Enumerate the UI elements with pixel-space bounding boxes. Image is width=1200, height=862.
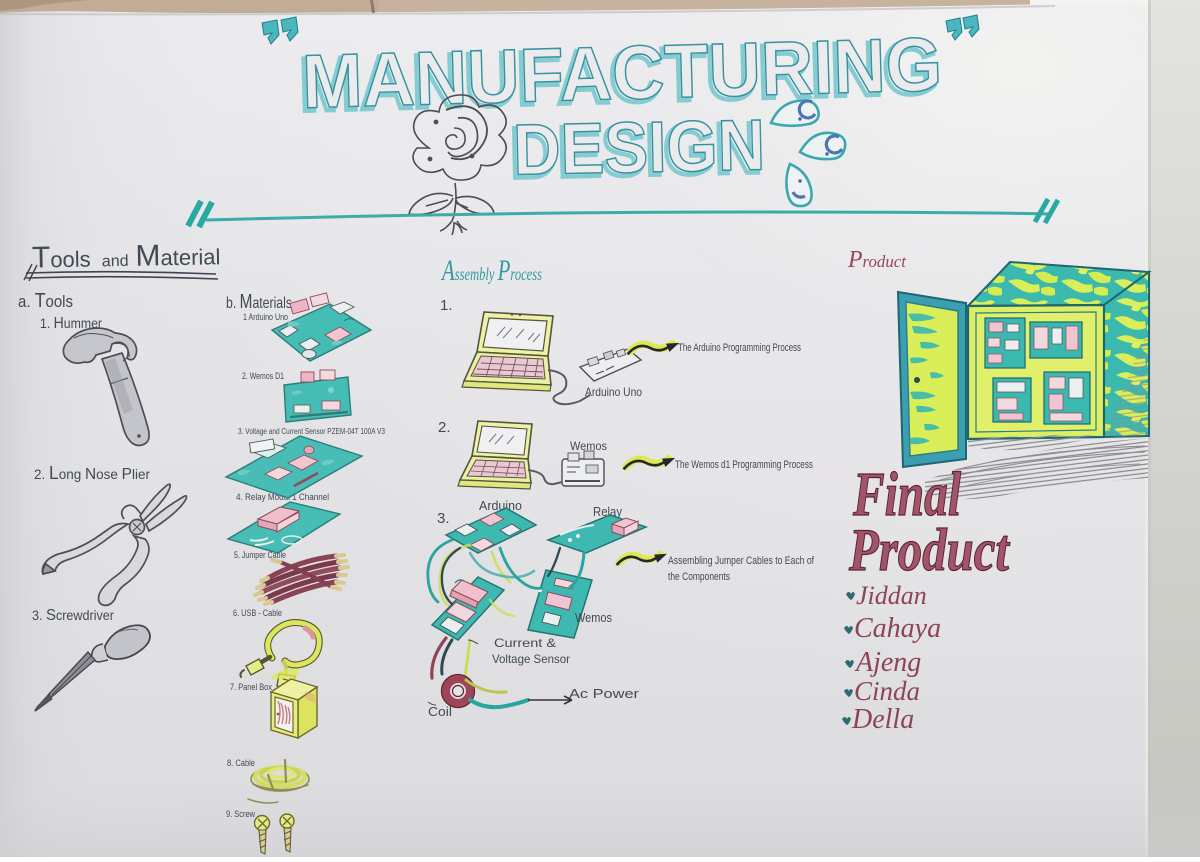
svg-text:Wemos: Wemos — [570, 439, 607, 453]
svg-text:3. Screwdriver: 3. Screwdriver — [32, 607, 114, 624]
svg-text:5. Jumper Cable: 5. Jumper Cable — [234, 550, 286, 560]
svg-text:The Wemos d1 Programming Proce: The Wemos d1 Programming Process — [675, 459, 813, 471]
svg-text:the Components: the Components — [668, 571, 730, 583]
svg-text:Jiddan: Jiddan — [856, 581, 927, 610]
svg-text:3. Voltage and Current Sensor: 3. Voltage and Current Sensor PZEM-04T 1… — [238, 427, 385, 436]
svg-text:2. Long Nose Plier: 2. Long Nose Plier — [34, 463, 150, 483]
svg-text:DESIGN: DESIGN — [509, 108, 763, 193]
svg-text:Current &: Current & — [494, 636, 556, 650]
svg-text:The Arduino Programming Proces: The Arduino Programming Process — [678, 342, 801, 354]
svg-text:9. Screw: 9. Screw — [226, 809, 255, 819]
svg-text:Product: Product — [847, 247, 907, 273]
svg-text:8. Cable: 8. Cable — [227, 758, 255, 768]
svg-text:7. Panel Box: 7. Panel Box — [230, 682, 272, 692]
svg-text:Product: Product — [848, 517, 1011, 583]
svg-text:2.: 2. — [438, 419, 451, 436]
svg-text:Arduino: Arduino — [479, 499, 522, 513]
svg-text:Voltage Sensor: Voltage Sensor — [492, 652, 570, 666]
svg-text:MANUFACTURING: MANUFACTURING — [298, 25, 940, 128]
svg-text:MANUFACTURING: MANUFACTURING — [301, 22, 943, 125]
svg-text:Cahaya: Cahaya — [854, 613, 941, 644]
svg-text:1 Arduino Uno: 1 Arduino Uno — [243, 312, 288, 322]
svg-text:Assembling Jumper Cables to Ea: Assembling Jumper Cables to Each of — [668, 555, 815, 567]
svg-text:1.: 1. — [440, 297, 453, 314]
svg-text:Della: Della — [851, 704, 914, 735]
svg-text:DESIGN: DESIGN — [512, 105, 766, 190]
svg-text:Ajeng: Ajeng — [854, 647, 921, 678]
svg-text:Cinda: Cinda — [854, 676, 920, 706]
svg-text:6. USB - Cable: 6. USB - Cable — [233, 608, 282, 618]
svg-text:Relay: Relay — [593, 505, 623, 519]
svg-text:Final: Final — [852, 461, 961, 529]
svg-text:a. Tools: a. Tools — [18, 290, 73, 312]
svg-text:Coil: Coil — [428, 705, 452, 719]
svg-text:3.: 3. — [437, 510, 450, 527]
svg-text:b. Materials: b. Materials — [226, 291, 292, 313]
svg-text:2. Wemos D1: 2. Wemos D1 — [242, 371, 284, 381]
svg-text:Wemos: Wemos — [575, 611, 612, 625]
svg-text:1. Hummer: 1. Hummer — [40, 315, 102, 332]
svg-text:4. Relay Modul 1 Channel: 4. Relay Modul 1 Channel — [236, 492, 329, 502]
svg-text:Arduino Uno: Arduino Uno — [585, 385, 642, 399]
svg-text:Ac Power: Ac Power — [569, 687, 639, 701]
